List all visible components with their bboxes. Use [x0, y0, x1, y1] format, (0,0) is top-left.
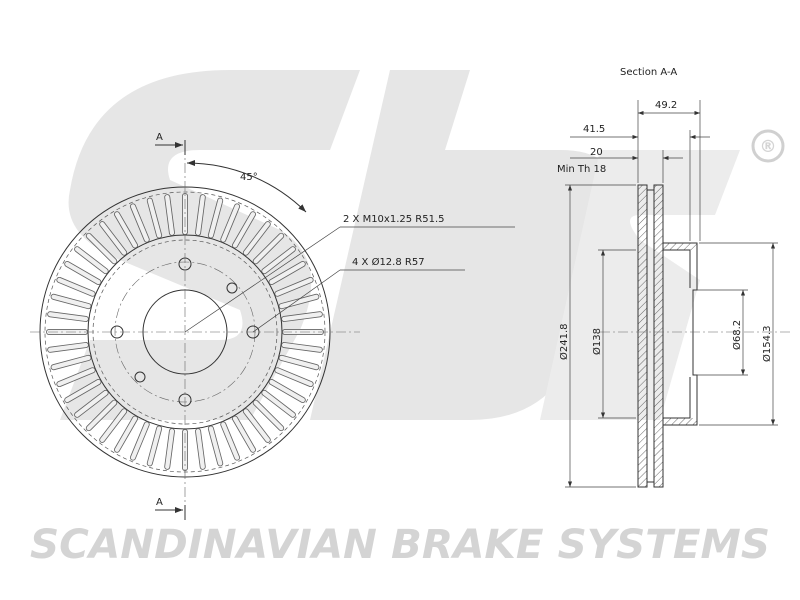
dim-offset: 41.5 — [583, 124, 605, 135]
angle-label: 45° — [240, 172, 258, 183]
cooling-vane — [279, 355, 319, 370]
cooling-vane — [100, 409, 127, 443]
thread-callout: 2 X M10x1.25 R51.5 — [343, 214, 445, 225]
cooling-vane — [221, 422, 240, 460]
cooling-vane — [243, 409, 270, 443]
watermark-tagline: SCANDINAVIAN BRAKE SYSTEMS — [30, 522, 770, 568]
cooling-vane — [74, 247, 108, 274]
cooling-vane — [253, 233, 284, 264]
section-marker-bottom: A — [156, 497, 163, 508]
cooling-vane — [147, 426, 162, 466]
cooling-vane — [86, 233, 117, 264]
cooling-vane — [48, 342, 89, 352]
cooling-vane — [281, 342, 322, 352]
threaded-hole — [226, 282, 238, 294]
registered-mark: ® — [760, 137, 777, 157]
cooling-vane — [57, 368, 95, 387]
min-thickness: Min Th 18 — [557, 164, 606, 175]
cooling-vane — [65, 261, 101, 285]
cooling-vane — [130, 422, 149, 460]
cooling-vane — [253, 400, 284, 431]
cooling-vane — [208, 426, 223, 466]
cooling-vane — [275, 368, 313, 387]
cooling-vane — [65, 379, 101, 403]
cooling-vane — [130, 204, 149, 242]
hole-callout: 4 X Ø12.8 R57 — [352, 256, 425, 268]
section-title: Section A-A — [620, 67, 677, 78]
cooling-vane — [147, 198, 162, 238]
cooling-vane — [281, 312, 322, 322]
cooling-vane — [275, 277, 313, 296]
cooling-vane — [262, 247, 296, 274]
dim-overall-height: 49.2 — [655, 100, 677, 111]
cooling-vane — [74, 390, 108, 417]
front-view: A A 45° 2 X M10x1.25 R51.5 4 X Ø12.8 R57 — [30, 132, 515, 520]
dia-inner: Ø138 — [591, 328, 603, 355]
cooling-vane — [57, 277, 95, 296]
dia-outer: Ø241.8 — [558, 324, 570, 361]
cooling-vane — [243, 221, 270, 255]
dia-center-bore: Ø68.2 — [731, 320, 743, 350]
cooling-vane — [165, 428, 175, 469]
cooling-vane — [269, 261, 305, 285]
cooling-vane — [262, 390, 296, 417]
cooling-vane — [48, 312, 89, 322]
cooling-vane — [279, 294, 319, 309]
cooling-vane — [269, 379, 305, 403]
cooling-vane — [114, 416, 138, 452]
section-view: Section A-A 49.2 41.5 20 Min Th 18 Ø241.… — [557, 67, 790, 488]
section-marker-top: A — [156, 132, 163, 143]
threaded-hole — [134, 371, 146, 383]
cooling-vane — [86, 400, 117, 431]
cooling-vane — [195, 428, 205, 469]
dim-thickness: 20 — [590, 147, 603, 158]
cooling-vane — [232, 212, 256, 248]
cooling-vane — [232, 416, 256, 452]
cooling-vane — [51, 355, 91, 370]
dia-hat: Ø154.3 — [761, 326, 773, 363]
cooling-vane — [51, 294, 91, 309]
cooling-vane — [165, 195, 175, 236]
cooling-vane — [100, 221, 127, 255]
threaded-holes — [134, 282, 238, 383]
cooling-vane — [114, 212, 138, 248]
